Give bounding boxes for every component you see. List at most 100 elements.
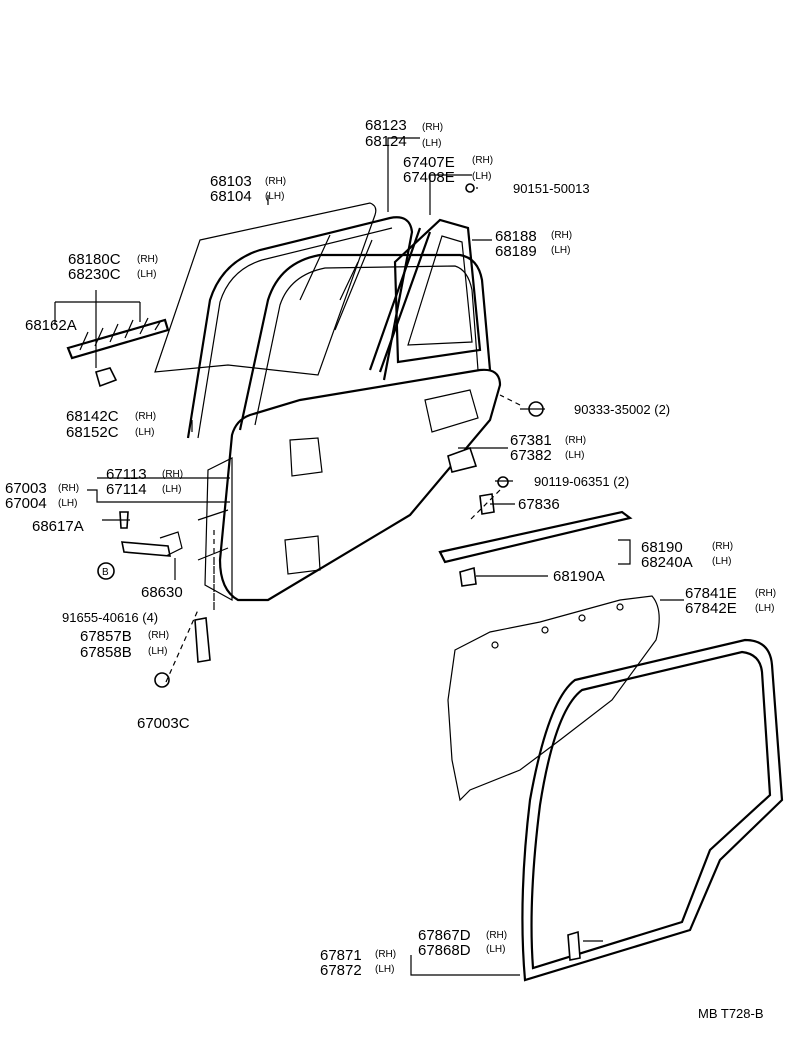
label-suffix-rh: (RH) [375,949,396,960]
cover-hole [541,626,549,634]
screw-90151 [465,183,475,193]
bolt-marker: B [102,567,109,578]
label-suffix-rh: (RH) [58,483,79,494]
label-suffix-lh: (LH) [755,603,774,614]
cover-hole [491,641,499,649]
belt-weatherstrip [66,318,170,360]
cover-hole [578,614,586,622]
label-68142C: 68142C [66,408,119,425]
spacer-67857B [194,617,211,663]
service-hole-cover [447,595,660,802]
label-67408E: 67408E [403,169,455,186]
label-90151-50013: 90151-50013 [513,181,590,196]
label-suffix-lh: (LH) [486,944,505,955]
door-hinge-side [197,457,233,602]
label-68189: 68189 [495,243,537,260]
label-suffix-lh: (LH) [265,191,284,202]
label-68103: 68103 [210,173,252,190]
label-67004: 67004 [5,495,47,512]
label-suffix-lh: (LH) [375,964,394,975]
label-68104: 68104 [210,188,252,205]
label-suffix-rh: (RH) [472,155,493,166]
plug-67003C [154,672,170,688]
label-67407E: 67407E [403,154,455,171]
label-68152C: 68152C [66,424,119,441]
label-90333-35002: 90333-35002 (2) [574,402,670,417]
label-suffix-lh: (LH) [137,269,156,280]
label-suffix-rh: (RH) [137,254,158,265]
label-68188: 68188 [495,228,537,245]
label-suffix-lh: (LH) [162,484,181,495]
label-68123: 68123 [365,117,407,134]
door-panel [218,368,502,602]
label-68162A: 68162A [25,317,77,334]
label-67871: 67871 [320,947,362,964]
leader-lines [54,137,684,976]
label-68240A: 68240A [641,554,693,571]
label-68190A: 68190A [553,568,605,585]
label-suffix-lh: (LH) [565,450,584,461]
label-suffix-rh: (RH) [551,230,572,241]
check-68630 [121,541,171,557]
footer-code: MB T728-B [698,1006,764,1021]
label-67842E: 67842E [685,600,737,617]
label-67867D: 67867D [418,927,471,944]
label-68190: 68190 [641,539,683,556]
label-suffix-lh: (LH) [472,171,491,182]
label-suffix-rh: (RH) [265,176,286,187]
label-67858B: 67858B [80,644,132,661]
door-weatherstrip [521,638,784,982]
door-frame [238,253,492,431]
label-suffix-rh: (RH) [565,435,586,446]
label-suffix-rh: (RH) [486,930,507,941]
label-67381: 67381 [510,432,552,449]
belt-weatherstrip-hatch [79,317,161,351]
clip-68190A [459,566,477,587]
label-suffix-lh: (LH) [148,646,167,657]
glass-run-channel [186,216,414,439]
label-91655-40616: 91655-40616 (4) [62,610,158,625]
belt-moulding [438,510,633,564]
label-suffix-rh: (RH) [135,411,156,422]
screw-90119 [497,476,509,488]
label-suffix-lh: (LH) [58,498,77,509]
label-67857B: 67857B [80,628,132,645]
label-68617A: 68617A [32,518,84,535]
cover-hole [616,603,624,611]
label-suffix-lh: (LH) [135,427,154,438]
check-68630-arm [159,531,183,557]
label-68124: 68124 [365,133,407,150]
quarter-window-frame [393,218,482,364]
label-67113: 67113 [106,466,147,483]
quarter-window-glass [407,235,473,346]
alignment-dashes [165,394,521,683]
label-67003C: 67003C [137,715,190,732]
clip-67867D [567,930,581,961]
label-suffix-rh: (RH) [422,122,443,133]
glass-shading [299,234,373,331]
clip-68162A [95,367,118,388]
label-68630: 68630 [141,584,183,601]
label-suffix-lh: (LH) [422,138,441,149]
label-suffix-lh: (LH) [551,245,570,256]
label-suffix-lh: (LH) [712,556,731,567]
glass-run-inner [197,227,393,439]
label-suffix-rh: (RH) [162,469,183,480]
label-90119-06351: 90119-06351 (2) [534,474,629,489]
label-67841E: 67841E [685,585,737,602]
door-glass [154,202,377,376]
label-suffix-rh: (RH) [755,588,776,599]
label-67868D: 67868D [418,942,471,959]
label-67003: 67003 [5,480,47,497]
door-cutouts [284,389,479,575]
label-67382: 67382 [510,447,552,464]
bolt-91655 [97,562,115,580]
label-68230C: 68230C [68,266,121,283]
striker-67381 [447,446,478,473]
label-67114: 67114 [106,481,147,498]
label-suffix-rh: (RH) [148,630,169,641]
label-68180C: 68180C [68,251,121,268]
door-weatherstrip-inner [530,650,772,970]
label-67836: 67836 [518,496,560,513]
